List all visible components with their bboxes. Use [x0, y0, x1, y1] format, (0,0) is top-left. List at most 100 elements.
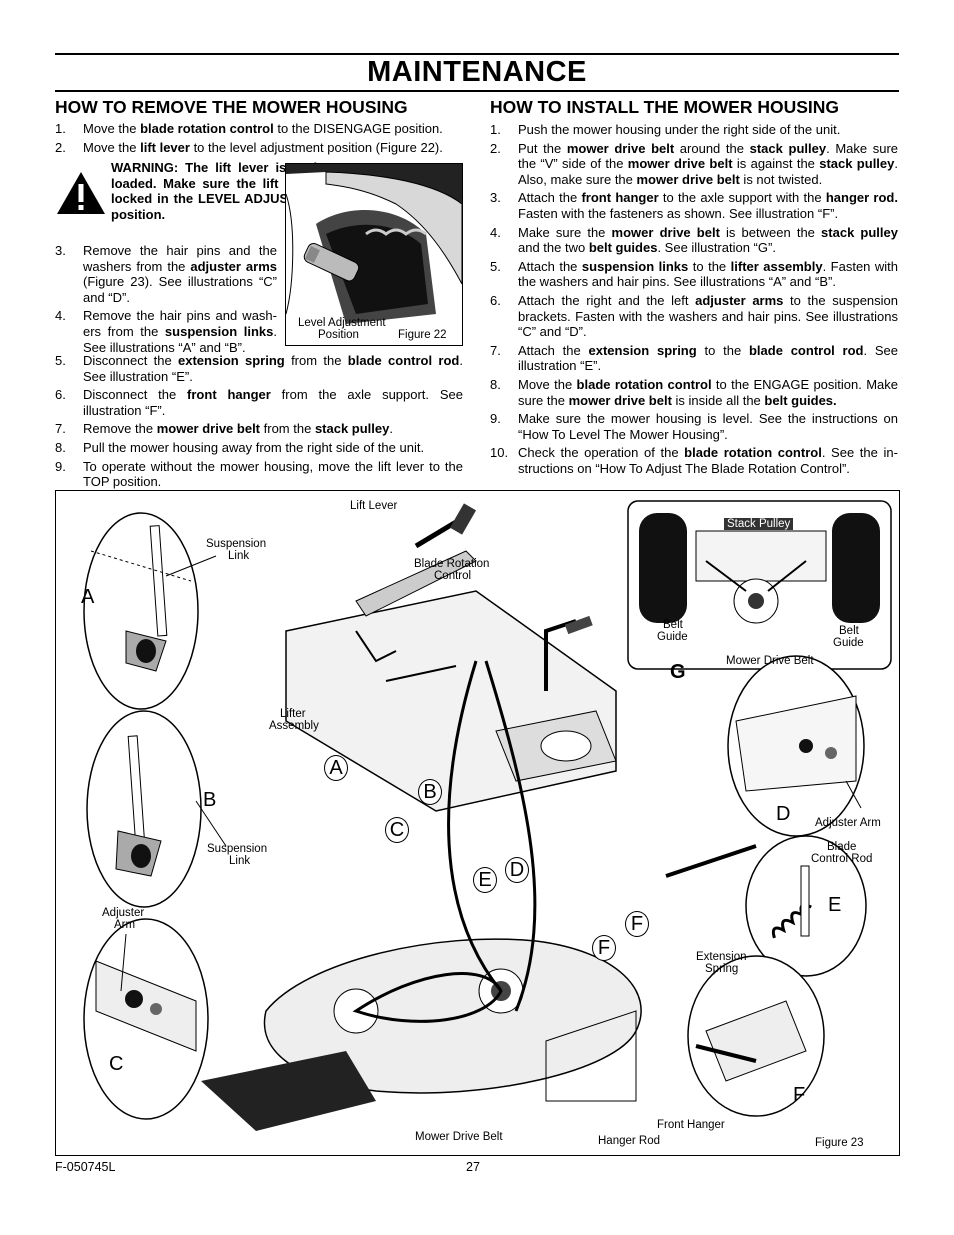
letter-f-callout-1: F — [625, 911, 649, 937]
step-text: Move the lift lever to the level adjustm… — [83, 139, 443, 155]
letter-c-inset: C — [109, 1053, 124, 1075]
step-item: 5.Disconnect the extension spring from t… — [55, 353, 463, 384]
lift-lever-illustration — [286, 164, 462, 324]
step-item: 10. Check the operation of the blade rota… — [490, 445, 898, 476]
figure-22: Level Adjustment Position Figure 22 — [285, 163, 463, 346]
footer-code: F-050745L — [55, 1160, 116, 1174]
step-item: 5. Attach the suspension links to the lif… — [490, 259, 898, 290]
label-adjuster-arm-c1: Adjuster — [102, 907, 145, 919]
label-suspension-link-b1: Suspension — [207, 843, 268, 855]
step-number: 6. — [490, 292, 501, 308]
step-item: 8. Move the blade rotation control to the… — [490, 377, 898, 408]
step-text: Check the operation of the blade rotatio… — [518, 445, 898, 476]
step-text: Pull the mower housing away from the rig… — [83, 439, 425, 455]
label-extension-1: Extension — [696, 951, 747, 963]
remove-heading: HOW TO REMOVE THE MOWER HOUSING — [55, 97, 408, 117]
figure-23: Lift Lever Suspension Link Blade Rotatio… — [55, 490, 900, 1156]
step-text: Put the mower drive belt around the stac… — [518, 140, 899, 187]
step-text: To operate without the mower housing, mo… — [83, 458, 463, 490]
remove-steps-bottom: 5.Disconnect the extension spring from t… — [55, 353, 463, 493]
mower-housing-illustration — [83, 500, 892, 1131]
label-blade-control-1: Blade — [827, 841, 857, 853]
step-item: 4. Remove the hair pins and wash­ers from… — [55, 308, 277, 355]
step-number: 4. — [490, 224, 501, 240]
label-adjuster-arm-d: Adjuster Arm — [815, 817, 881, 829]
figure-23-caption: Figure 23 — [815, 1137, 864, 1149]
step-text: Remove the mower drive belt from the sta… — [83, 421, 393, 437]
step-item: 2. Put the mower drive belt around the st… — [490, 141, 898, 188]
letter-a-callout: A — [324, 755, 348, 781]
label-lifter-1: Lifter — [280, 708, 306, 720]
step-text: Move the blade rotation control to the E… — [518, 376, 898, 408]
step-number: 5. — [490, 258, 501, 274]
step-number: 9. — [55, 458, 66, 474]
label-belt-guide-2a: Belt — [839, 625, 859, 637]
label-suspension-link-a2: Link — [228, 550, 250, 562]
step-item: 1. Move the blade rotation control to the… — [55, 121, 463, 137]
step-number: 8. — [490, 376, 501, 392]
step-number: 7. — [55, 421, 66, 437]
letter-b-inset: B — [203, 789, 217, 811]
letter-d-callout: D — [505, 857, 529, 883]
letter-e-inset: E — [828, 894, 842, 916]
step-item: 9. Make sure the mower housing is level. … — [490, 411, 898, 442]
label-adjuster-arm-c2: Arm — [114, 919, 136, 931]
page-title: MAINTENANCE — [367, 56, 587, 88]
label-lift-lever: Lift Lever — [350, 500, 398, 512]
step-item: 6.Disconnect the front hanger from the a… — [55, 387, 463, 418]
step-text: Remove the hair pins and wash­ers from t… — [83, 308, 277, 355]
fig22-label-2: Position — [318, 329, 359, 341]
step-text: Make sure the mower housing is level. Se… — [518, 411, 898, 442]
label-belt-guide-2b: Guide — [833, 637, 864, 649]
step-text: Disconnect the extension spring from the… — [83, 353, 463, 384]
step-item: 2. Move the lift lever to the level adjus… — [55, 140, 463, 156]
step-number: 3. — [55, 243, 66, 258]
step-text: Make sure the mower drive belt is betwee… — [518, 224, 898, 256]
letter-a-inset: A — [81, 586, 95, 608]
step-number: 9. — [490, 411, 501, 427]
letter-b-callout: B — [418, 779, 442, 805]
fig22-label-1: Level Adjustment — [298, 317, 386, 329]
install-steps: 1. Push the mower housing under the right… — [490, 122, 898, 479]
step-item: 7.Attach the extension spring to the bla… — [490, 343, 898, 374]
step-item: 1. Push the mower housing under the right… — [490, 122, 898, 138]
step-number: 1. — [490, 122, 501, 137]
step-text: Attach the front hanger to the axle supp… — [518, 190, 898, 221]
fig22-caption: Figure 22 — [398, 329, 447, 341]
step-item: 8.Pull the mower housing away from the r… — [55, 440, 463, 456]
step-number: 3. — [490, 190, 501, 206]
step-number: 1. — [55, 121, 66, 136]
label-blade-control-2: Control Rod — [811, 853, 873, 865]
label-front-hanger: Front Hanger — [657, 1119, 725, 1131]
label-suspension-link-a1: Suspension — [206, 538, 267, 550]
letter-e-callout: E — [473, 867, 497, 893]
label-suspension-link-b2: Link — [229, 855, 251, 867]
step-number: 7. — [490, 342, 501, 358]
label-hanger-rod: Hanger Rod — [598, 1135, 661, 1147]
step-number: 4. — [55, 308, 66, 324]
label-lifter-2: Assembly — [269, 720, 319, 732]
step-number: 2. — [55, 139, 66, 155]
step-item: 3. Attach the front hanger to the axle su… — [490, 190, 898, 221]
step-item: 3.Remove the hair pins and the washers f… — [55, 243, 277, 305]
step-item: 6.Attach the right and the left adjuster… — [490, 293, 898, 340]
label-stack-pulley: Stack Pulley — [724, 518, 794, 530]
install-heading: HOW TO INSTALL THE MOWER HOUSING — [490, 97, 840, 117]
label-extension-2: Spring — [705, 963, 739, 975]
step-text: Attach the suspension links to the lifte… — [518, 258, 899, 290]
remove-steps-top: 1. Move the blade rotation control to the… — [55, 121, 463, 158]
step-item: 9. To operate without the mower housing, … — [55, 459, 463, 490]
footer-page-number: 27 — [466, 1160, 480, 1174]
letter-f-callout-2: F — [592, 935, 616, 961]
step-number: 10. — [490, 445, 509, 461]
warning-triangle-icon — [57, 172, 105, 214]
top-rule — [55, 53, 899, 55]
step-text: Push the mower housing under the right s… — [518, 122, 841, 137]
letter-d-inset: D — [776, 803, 791, 825]
warning-text: WARNING: The lift lever is spring loaded… — [111, 160, 333, 222]
step-item: 7. Remove the mower drive belt from the s… — [55, 421, 463, 437]
label-blade-rotation-2: Control — [434, 570, 472, 582]
step-number: 2. — [490, 140, 501, 156]
step-text: Move the blade rotation control to the D… — [83, 121, 443, 136]
label-mower-drive-belt-bottom: Mower Drive Belt — [415, 1131, 503, 1143]
